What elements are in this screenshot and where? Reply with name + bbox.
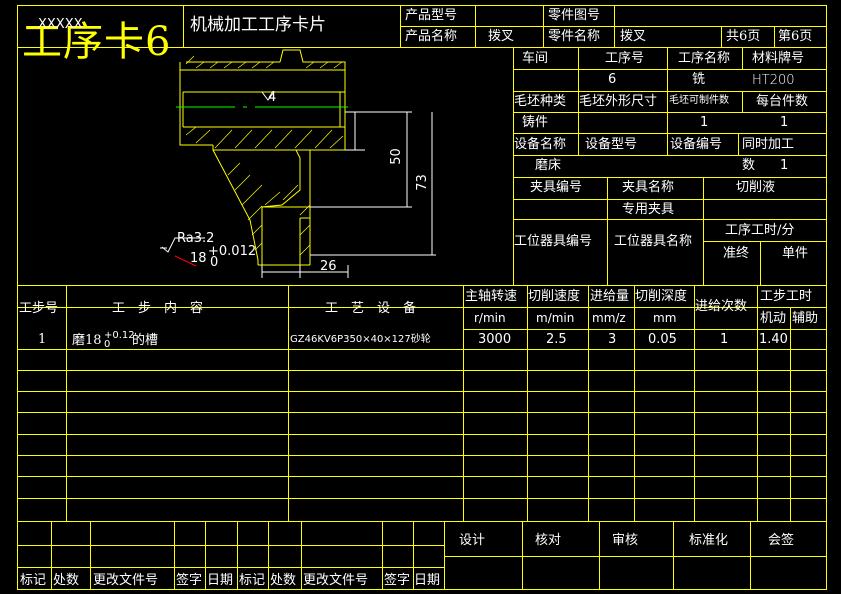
step-content-main: 磨18 — [72, 333, 102, 348]
material-grade: HT200 — [752, 73, 795, 88]
feed-unit: mm/z — [592, 311, 626, 325]
fixture-name: 专用夹具 — [622, 202, 675, 217]
equipment-no-label: 设备编号 — [670, 137, 723, 152]
aux-time-header: 辅助 — [792, 311, 819, 326]
blank-type: 铸件 — [522, 115, 549, 130]
cut-depth: 0.05 — [648, 332, 677, 347]
process-no: 6 — [608, 72, 617, 87]
doc-code: XXXXX — [38, 17, 83, 32]
step-content-sub: 0 — [104, 339, 111, 350]
roughness-symbol: Ra3.2 — [177, 231, 215, 246]
cut-speed-unit: m/min — [536, 311, 575, 325]
cut-depth-header: 切削深度 — [635, 289, 688, 304]
machine-time: 1.40 — [759, 332, 788, 347]
process-name: 铣 — [692, 72, 706, 87]
fixture-no-label: 夹具编号 — [530, 180, 583, 195]
workshop-label: 车间 — [522, 51, 549, 66]
standardize-label: 标准化 — [689, 533, 729, 548]
prep-time-label: 准终 — [723, 246, 750, 261]
process-no-label: 工序号 — [605, 51, 645, 66]
watermark-title: 工序卡6 — [22, 19, 172, 65]
product-name-label: 产品名称 — [405, 29, 458, 44]
spindle-speed-unit: r/min — [474, 311, 506, 325]
cut-speed-header: 切削速度 — [528, 289, 581, 304]
dim-26: 26 — [320, 259, 337, 274]
product-name: 拨叉 — [488, 29, 515, 44]
total-pages: 共6页 — [726, 29, 761, 44]
simultaneous-label: 同时加工 — [742, 137, 795, 152]
spindle-speed: 3000 — [478, 332, 512, 347]
part-name-label: 零件名称 — [548, 29, 601, 44]
cut-depth-unit: mm — [653, 311, 677, 325]
equipment-name-label: 设备名称 — [514, 137, 567, 152]
blank-size-label: 毛坯外形尺寸 — [579, 94, 658, 109]
passes: 1 — [720, 332, 729, 347]
passes-header: 进给次数 — [695, 299, 748, 314]
change-doc-label-2: 更改文件号 — [303, 573, 369, 588]
date-label-1: 日期 — [207, 573, 234, 588]
process-name-label: 工序名称 — [678, 51, 731, 66]
step-no: 1 — [38, 332, 47, 347]
step-equipment: GZ46KV6P350×40×127砂轮 — [290, 334, 431, 345]
step-no-header: 工步号 — [19, 301, 59, 316]
equipment-header: 工 艺 设 备 — [325, 301, 417, 316]
part-name: 拨叉 — [620, 29, 647, 44]
countersign-label: 会签 — [768, 533, 795, 548]
change-doc-label-1: 更改文件号 — [93, 573, 159, 588]
equipment-name: 磨床 — [535, 158, 562, 173]
part-drawing-no-label: 零件图号 — [548, 8, 601, 23]
date-label-2: 日期 — [414, 573, 441, 588]
blank-type-label: 毛坯种类 — [514, 94, 567, 109]
coolant-label: 切削液 — [736, 180, 776, 195]
feed-header: 进给量 — [590, 289, 630, 304]
dim-4: 4 — [268, 90, 277, 105]
step-time-header: 工步工时 — [760, 289, 813, 304]
material-label: 材料牌号 — [752, 51, 805, 66]
parts-per-blank: 1 — [700, 115, 709, 130]
mark-label-2: 标记 — [239, 573, 266, 588]
machine-time-header: 机动 — [760, 311, 787, 326]
dim-18-tol-upper: +0.012 — [208, 244, 257, 259]
count-label-2: 处数 — [270, 573, 297, 588]
step-content-sup: +0.12 — [104, 330, 135, 341]
simultaneous-count: 1 — [780, 158, 789, 173]
station-tool-name-label: 工位器具名称 — [614, 234, 693, 249]
step-content-tail: 的槽 — [132, 333, 159, 348]
process-time-label: 工序工时/分 — [725, 223, 795, 238]
parts-per-blank-label: 毛坯可制件数 — [669, 95, 729, 106]
sign-label-2: 签字 — [384, 573, 411, 588]
fixture-name-label: 夹具名称 — [622, 180, 675, 195]
product-model-label: 产品型号 — [405, 8, 458, 23]
feed: 3 — [608, 332, 617, 347]
dim-18: 18 — [190, 251, 207, 266]
card-title: 机械加工工序卡片 — [190, 15, 326, 35]
dim-18-tol-lower: 0 — [210, 255, 219, 270]
equipment-model-label: 设备型号 — [585, 137, 638, 152]
station-tool-no-label: 工位器具编号 — [514, 234, 593, 249]
count-label-1: 处数 — [53, 573, 80, 588]
design-label: 设计 — [459, 533, 486, 548]
dim-50: 50 — [388, 148, 404, 165]
review-label: 审核 — [612, 533, 639, 548]
mark-label-1: 标记 — [20, 573, 47, 588]
dim-73: 73 — [414, 174, 430, 191]
cut-speed: 2.5 — [546, 332, 567, 347]
page-number: 第6页 — [778, 29, 813, 44]
parts-per-machine-label: 每台件数 — [756, 94, 809, 109]
spindle-speed-header: 主轴转速 — [465, 289, 518, 304]
sign-label-1: 签字 — [176, 573, 203, 588]
check-label: 核对 — [535, 533, 562, 548]
step-content-header: 工 步 内 容 — [112, 301, 204, 316]
parts-per-machine: 1 — [780, 115, 789, 130]
unit-time-label: 单件 — [782, 246, 809, 261]
simultaneous-count-label: 数 — [742, 158, 756, 173]
